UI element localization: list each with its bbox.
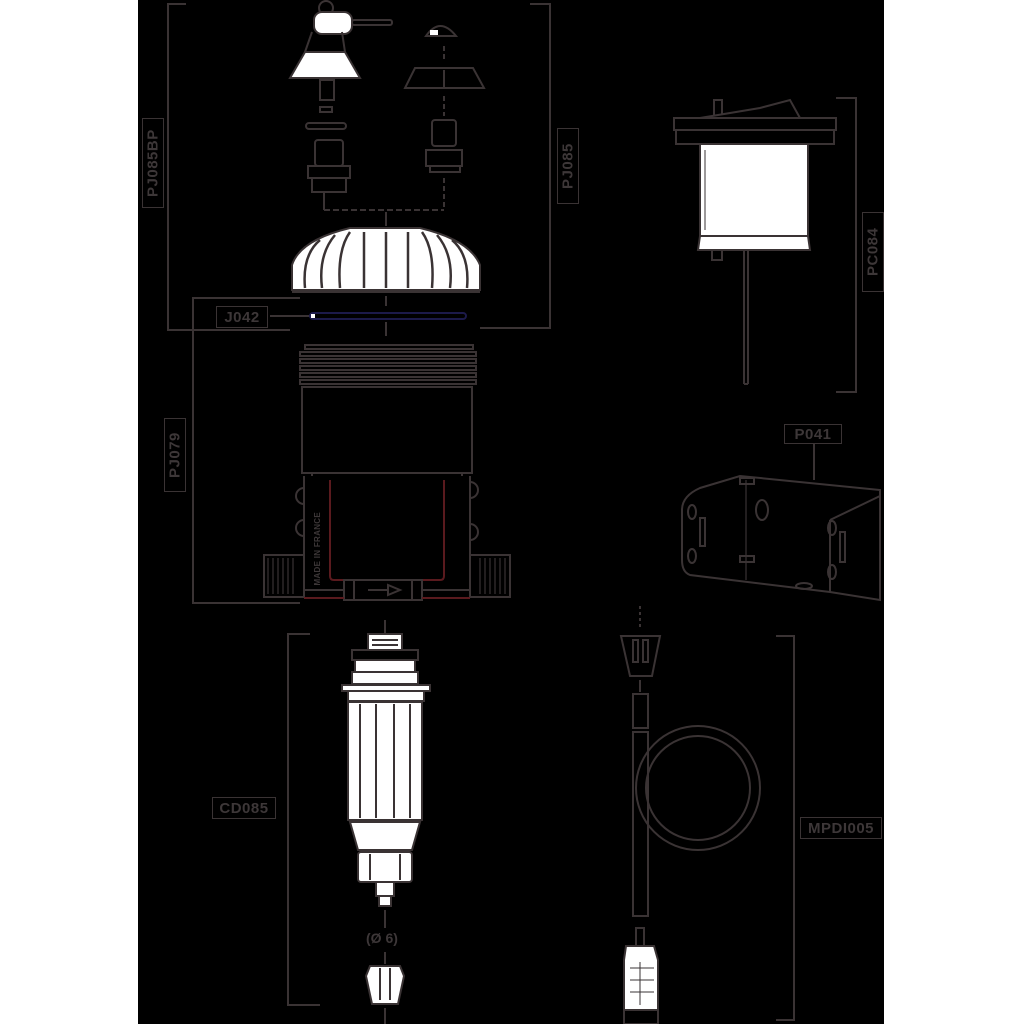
label-cd085: CD085 xyxy=(212,797,276,819)
suction-hose-part xyxy=(619,606,761,1024)
label-text: PJ085BP xyxy=(144,129,162,197)
label-text: MPDI005 xyxy=(807,819,875,837)
dome-cover-part xyxy=(291,212,481,306)
label-text: P041 xyxy=(794,425,832,443)
made-in-france-text: MADE IN FRANCE xyxy=(313,512,322,586)
label-text: PJ079 xyxy=(166,432,184,478)
wall-bracket-part xyxy=(681,474,881,602)
valve-lever-part xyxy=(288,0,444,211)
label-pj079: PJ079 xyxy=(164,418,186,492)
label-pj085bp: PJ085BP xyxy=(142,118,164,208)
label-text: CD085 xyxy=(219,799,269,817)
bracket-mpdi005 xyxy=(776,635,795,1021)
label-pc084: PC084 xyxy=(862,212,884,292)
label-text: PC084 xyxy=(864,227,882,277)
diameter-note: (Ø 6) xyxy=(366,930,398,946)
label-p041: P041 xyxy=(784,424,842,444)
label-text: PJ085 xyxy=(559,143,577,189)
bracket-pj079 xyxy=(192,297,300,604)
label-mpdi005: MPDI005 xyxy=(800,817,882,839)
o-ring-part xyxy=(309,312,467,336)
bracket-pc084 xyxy=(836,97,857,393)
label-j042: J042 xyxy=(216,306,268,328)
label-pj085: PJ085 xyxy=(557,128,579,204)
bracket-cd085 xyxy=(287,633,320,1006)
valve-cap-part xyxy=(403,25,486,210)
label-text: J042 xyxy=(224,308,260,326)
bracket-pj085bp xyxy=(167,3,290,331)
dosing-part xyxy=(341,620,431,928)
pump-body-part xyxy=(263,344,511,601)
container-cap-part xyxy=(673,98,837,385)
hose-nut-part xyxy=(364,952,406,1024)
bracket-pj085 xyxy=(480,3,551,329)
